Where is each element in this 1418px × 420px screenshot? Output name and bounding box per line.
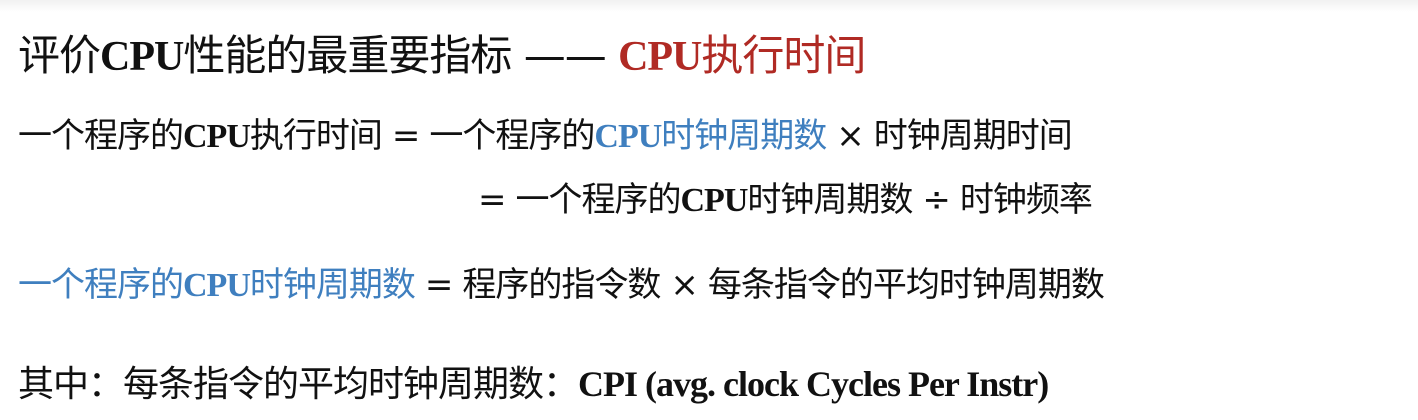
formula1-lhs-text: 一个程序的: [18, 116, 184, 156]
cpi-note: 其中：每条指令的平均时钟周期数：CPI (avg. clock Cycles P…: [18, 355, 1049, 407]
formula1-rhs-cycle-time: 时钟周期时间: [873, 116, 1073, 156]
equals-sign: =: [391, 116, 420, 156]
title-highlight-cpu: CPU: [618, 34, 702, 80]
formula2-rhs-cycles: 时钟周期数: [747, 180, 913, 220]
title-cpu: CPU: [100, 34, 184, 80]
slide-title: 评价CPU性能的最重要指标 —— CPU执行时间: [18, 22, 866, 83]
cpi-definition: CPI (avg. clock Cycles Per Instr): [578, 364, 1049, 404]
title-dash: ——: [511, 31, 619, 80]
formula2-rhs-frequency: 时钟频率: [959, 180, 1093, 220]
formula1-rhs-text: 一个程序的: [429, 116, 595, 156]
divide-sign: ÷: [922, 180, 950, 220]
title-text: 评价: [18, 31, 101, 80]
formula-execution-time: 一个程序的CPU执行时间=一个程序的CPU时钟周期数×时钟周期时间: [18, 108, 1073, 157]
formula1-rhs-cycles: 时钟周期数: [661, 116, 827, 156]
formula3-lhs-text: 一个程序的: [18, 265, 184, 305]
multiply-sign: ×: [836, 116, 864, 156]
equals-sign: =: [478, 180, 506, 220]
formula3-lhs-cpu: CPU: [183, 267, 251, 304]
title-text-2: 性能的最重要指标: [183, 31, 512, 80]
title-highlight-text: 执行时间: [701, 31, 866, 80]
formula1-lhs-text-2: 执行时间: [249, 116, 383, 156]
formula-clock-cycles: 一个程序的CPU时钟周期数=程序的指令数×每条指令的平均时钟周期数: [18, 257, 1105, 306]
formula3-lhs-cycles: 时钟周期数: [249, 265, 416, 305]
formula1-lhs-cpu: CPU: [183, 118, 251, 155]
formula2-rhs-cpu: CPU: [680, 182, 749, 219]
formula3-rhs-avg-cycles: 每条指令的平均时钟周期数: [707, 265, 1105, 305]
multiply-sign: ×: [670, 265, 698, 305]
formula2-rhs-text: 一个程序的: [515, 180, 682, 220]
formula1-rhs-cpu: CPU: [594, 118, 662, 155]
formula-execution-time-alt: =一个程序的CPU时钟周期数÷时钟频率: [478, 172, 1093, 221]
equals-sign: =: [424, 265, 453, 305]
formula3-rhs-instruction-count: 程序的指令数: [462, 265, 661, 305]
slide-top-shadow: [0, 0, 1418, 12]
cpi-note-label: 其中：每条指令的平均时钟周期数：: [18, 364, 579, 405]
